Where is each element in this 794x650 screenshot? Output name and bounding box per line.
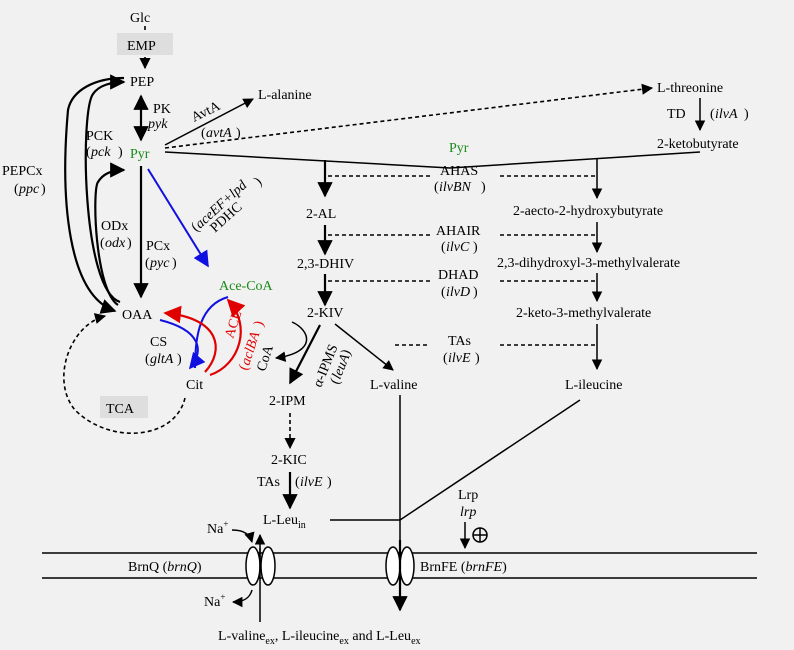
ilvc-label: ilvC	[446, 240, 470, 255]
odx-label: odx	[105, 236, 126, 251]
dhad-label: DHAD	[438, 268, 478, 283]
ilvbn-paren-open: (	[434, 180, 439, 195]
ilva-label: ilvA	[715, 107, 738, 122]
pdhc-arrow	[147, 168, 209, 268]
pck-paren-open: (	[86, 145, 91, 160]
ilvbn-paren-close: )	[481, 180, 486, 195]
td-label: TD	[667, 107, 686, 122]
aecto-label: 2-aecto-2-hydroxybutyrate	[513, 204, 663, 219]
ahair-label: AHAIR	[436, 224, 481, 239]
lrp-enzyme-label: Lrp	[458, 488, 478, 503]
brnfe-transporter	[385, 546, 401, 586]
ipm-label: 2-IPM	[269, 394, 306, 409]
glta-paren-close: )	[177, 352, 182, 367]
ilvd-label: ilvD	[446, 285, 470, 300]
brnfe-transporter-2	[399, 546, 415, 586]
l-alanine-label: L-alanine	[258, 88, 312, 103]
acecoa-label: Ace-CoA	[219, 279, 274, 294]
brnq-transporter	[245, 546, 261, 586]
acl-arrow-1	[209, 298, 246, 377]
brnq-transporter-2	[260, 546, 276, 586]
cit-label: Cit	[186, 378, 203, 393]
ilve-paren-open: (	[443, 351, 448, 366]
pyr-label: Pyr	[130, 147, 150, 162]
pk-label: PK	[153, 102, 171, 117]
odx-paren-close: )	[127, 236, 132, 251]
pck-label: pck	[90, 145, 111, 160]
ahas-label: AHAS	[440, 164, 478, 179]
avta-paren-close: )	[236, 126, 241, 141]
tca-box	[100, 396, 148, 418]
emp-label: EMP	[127, 39, 156, 54]
keto3-label: 2-keto-3-methylvalerate	[516, 306, 651, 321]
ilva-paren-open: (	[710, 107, 715, 122]
l-valine-label: L-valine	[370, 378, 417, 393]
pdhc-genes-paren-close: )	[252, 174, 266, 188]
glta-label: gltA	[150, 352, 174, 367]
ketobutyrate-label: 2-ketobutyrate	[657, 137, 739, 152]
cs-arrow-1	[159, 319, 206, 370]
kiv-label: 2-KIV	[307, 306, 344, 321]
leua-paren-open: (	[328, 376, 344, 386]
tas2-label: TAs	[257, 475, 280, 490]
cs-label: CS	[150, 335, 167, 350]
odx-enzyme-label: ODx	[101, 219, 128, 234]
ilva-paren-close: )	[744, 107, 749, 122]
avta-enzyme: AvtA	[189, 99, 223, 126]
dhiv-label: 2,3-DHIV	[297, 257, 354, 272]
pck-paren-close: )	[118, 145, 123, 160]
dihydroxy-label: 2,3-dihydroxyl-3-methylvalerate	[497, 256, 680, 271]
acl-label: ACL	[223, 309, 246, 340]
ilvc-paren-close: )	[473, 240, 478, 255]
na-bottom-label: Na+	[204, 592, 225, 610]
leua-paren-close: )	[339, 347, 355, 357]
na-top-label: Na+	[207, 519, 228, 537]
ilve2-paren-open: (	[295, 475, 300, 490]
pck-enzyme-label: PCK	[86, 129, 113, 144]
oaa-label: OAA	[122, 308, 153, 323]
odx-paren-open: (	[100, 236, 105, 251]
ilve2-paren-close: )	[327, 475, 332, 490]
ilvc-paren-open: (	[441, 240, 446, 255]
ppc-label: ppc	[18, 182, 40, 197]
pyr-top-label: Pyr	[449, 141, 469, 156]
kic-label: 2-KIC	[271, 453, 307, 468]
al-label: 2-AL	[306, 207, 336, 222]
pyc-label: pyc	[149, 256, 170, 271]
lrp-gene-label: lrp	[460, 505, 476, 520]
brnq-label: BrnQ (brnQ)	[128, 560, 202, 575]
avta-gene: avtA	[206, 126, 232, 141]
ilvd-paren-open: (	[441, 285, 446, 300]
pep-label: PEP	[130, 75, 154, 90]
ilve-label: ilvE	[448, 351, 471, 366]
extracellular-label: L-valineex, L-ileucineex and L-Leuex	[218, 629, 421, 647]
tca-label: TCA	[106, 402, 135, 417]
l-ileucine-label: L-ileucine	[565, 378, 623, 393]
ppc-paren-close: )	[41, 182, 46, 197]
ppc-paren-open: (	[14, 182, 19, 197]
glta-paren-open: (	[145, 352, 150, 367]
pyk-label: pyk	[147, 117, 168, 132]
emp-box	[117, 33, 173, 55]
pyc-paren-open: (	[145, 256, 150, 271]
aclba-paren-close: )	[252, 319, 268, 328]
ilve2-label: ilvE	[300, 475, 323, 490]
pcx-label: PCx	[146, 239, 170, 254]
glc-label: Glc	[130, 11, 150, 26]
aclba-paren-open: (	[237, 363, 253, 372]
l-threonine-label: L-threonine	[657, 81, 723, 96]
ilve-paren-close: )	[475, 351, 480, 366]
leu-in-label: L-Leuin	[263, 513, 306, 531]
brnfe-label: BrnFE (brnFE)	[420, 560, 507, 575]
avta-paren-open: (	[201, 126, 206, 141]
ilvbn-label: ilvBN	[439, 180, 472, 195]
tas-label: TAs	[448, 334, 471, 349]
pepcx-label: PEPCx	[2, 164, 42, 179]
ilvd-paren-close: )	[473, 285, 478, 300]
pyc-paren-close: )	[172, 256, 177, 271]
acl-arrow-2	[163, 305, 217, 373]
